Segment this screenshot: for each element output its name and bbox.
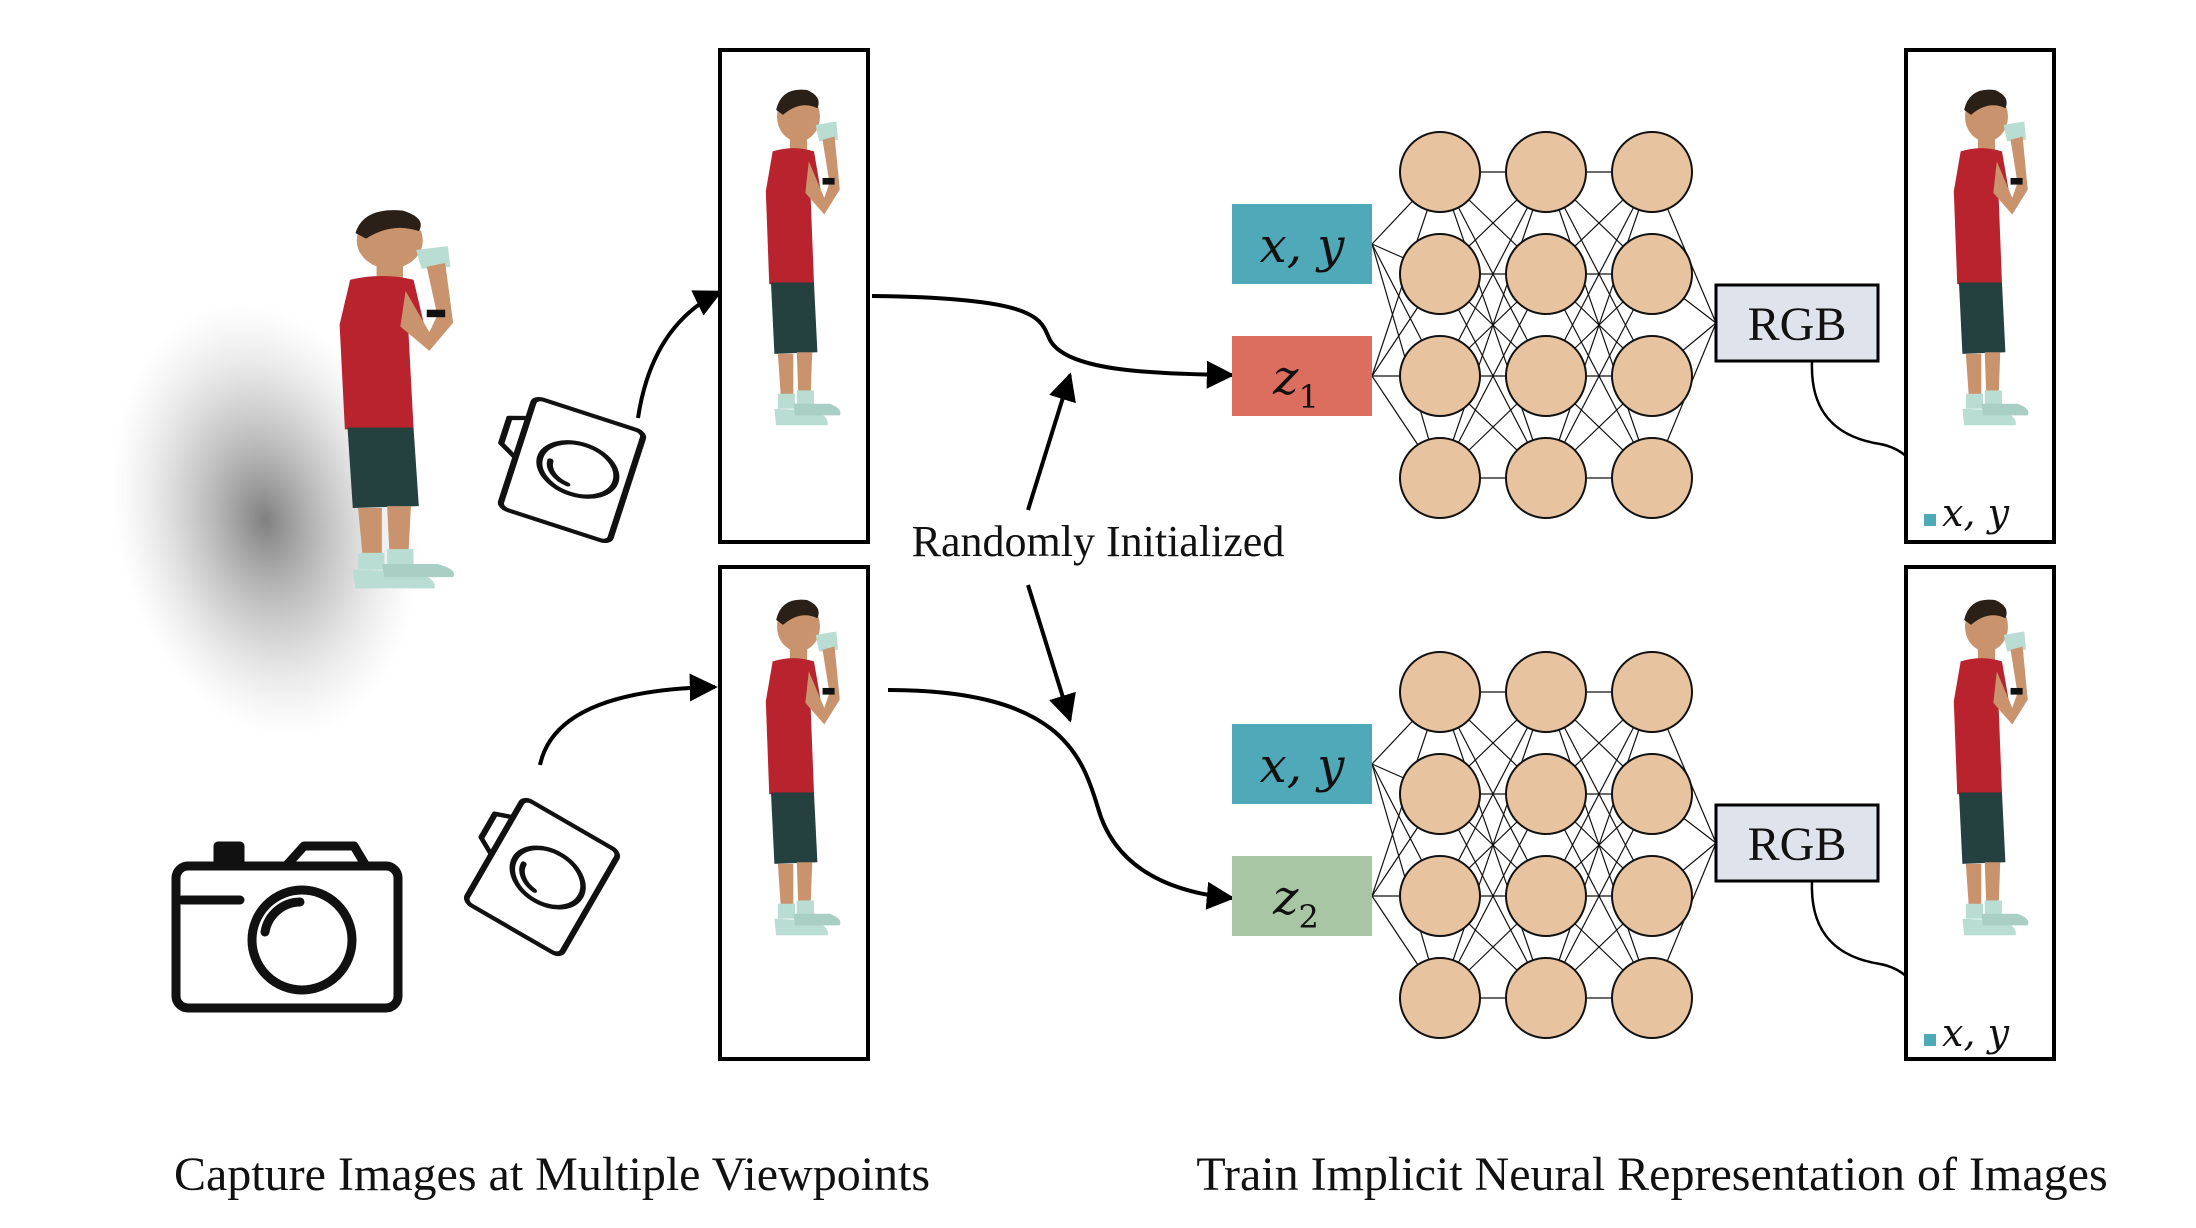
neuron-l3-n2 bbox=[1611, 233, 1693, 315]
floor-shadow bbox=[111, 302, 419, 738]
pixel-coord-label: x, y bbox=[1942, 1011, 2010, 1055]
captured-view-2 bbox=[718, 565, 870, 1061]
rgb-output-box bbox=[1714, 283, 1880, 363]
mlp-connection bbox=[1439, 171, 1547, 479]
random-init-label: Randomly Initialized bbox=[912, 517, 1285, 566]
neuron-l1-n4 bbox=[1399, 437, 1481, 519]
neuron-l3-n1 bbox=[1611, 131, 1693, 213]
neuron-l3-n4 bbox=[1611, 957, 1693, 1039]
coord-input-box bbox=[1232, 204, 1372, 284]
neuron-l2-n1 bbox=[1505, 131, 1587, 213]
neuron-l2-n2 bbox=[1505, 233, 1587, 315]
latent-code-box bbox=[1232, 856, 1372, 936]
camera-icon bbox=[463, 797, 621, 957]
mlp-connection bbox=[1545, 171, 1653, 479]
camera-icon bbox=[497, 396, 647, 544]
latent-code-label: z1 bbox=[1272, 350, 1319, 416]
query-pixel bbox=[1924, 1034, 1936, 1046]
neuron-l1-n1 bbox=[1399, 131, 1481, 213]
query-pixel bbox=[1924, 514, 1936, 526]
captured-view-1 bbox=[718, 48, 870, 544]
pixel-coord-label: x, y bbox=[1942, 491, 2010, 535]
random-init-arrow-down bbox=[1026, 584, 1076, 723]
neuron-l2-n3 bbox=[1505, 855, 1587, 937]
neuron-l1-n2 bbox=[1399, 753, 1481, 835]
neuron-l1-n2 bbox=[1399, 233, 1481, 315]
neuron-l2-n4 bbox=[1505, 437, 1587, 519]
output-view-2: x, y bbox=[1904, 565, 2056, 1061]
network-1: x, y z1 RGB bbox=[1232, 131, 1936, 519]
view-to-latent-arrow-2 bbox=[887, 688, 1235, 910]
mlp-neurons bbox=[1399, 651, 1693, 1039]
neuron-l3-n3 bbox=[1611, 335, 1693, 417]
view-to-latent-arrow-1 bbox=[871, 294, 1235, 389]
rgb-output-box bbox=[1714, 803, 1880, 883]
neuron-l2-n4 bbox=[1505, 957, 1587, 1039]
neuron-l3-n3 bbox=[1611, 855, 1693, 937]
neuron-l1-n3 bbox=[1399, 335, 1481, 417]
output-view-1: x, y bbox=[1904, 48, 2056, 544]
left-caption: Capture Images at Multiple Viewpoints bbox=[174, 1148, 930, 1201]
mlp-connection bbox=[1439, 691, 1547, 999]
coord-input-label: x, y bbox=[1260, 218, 1346, 274]
neuron-l1-n3 bbox=[1399, 855, 1481, 937]
mlp-neurons bbox=[1399, 131, 1693, 519]
coord-input-box bbox=[1232, 724, 1372, 804]
capture-arrow-2 bbox=[538, 673, 718, 766]
neuron-l3-n1 bbox=[1611, 651, 1693, 733]
neuron-l3-n2 bbox=[1611, 753, 1693, 835]
random-init-arrow-up bbox=[1026, 372, 1076, 511]
rgb-output-label: RGB bbox=[1748, 818, 1847, 871]
right-caption: Train Implicit Neural Representation of … bbox=[1196, 1148, 2107, 1201]
neuron-l1-n1 bbox=[1399, 651, 1481, 733]
coord-input-label: x, y bbox=[1260, 738, 1346, 794]
mlp-edges bbox=[1371, 171, 1717, 479]
neuron-l3-n4 bbox=[1611, 437, 1693, 519]
mlp-connection bbox=[1545, 691, 1653, 999]
latent-code-label: z2 bbox=[1272, 870, 1319, 936]
mlp-edges bbox=[1371, 691, 1717, 999]
rgb-output-label: RGB bbox=[1748, 298, 1847, 351]
neuron-l1-n4 bbox=[1399, 957, 1481, 1039]
latent-code-box bbox=[1232, 336, 1372, 416]
neuron-l2-n3 bbox=[1505, 335, 1587, 417]
camera-icon bbox=[171, 841, 403, 1013]
capture-arrow-1 bbox=[636, 290, 723, 419]
neuron-l2-n2 bbox=[1505, 753, 1587, 835]
neuron-l2-n1 bbox=[1505, 651, 1587, 733]
network-2: x, y z2 RGB bbox=[1232, 651, 1936, 1039]
